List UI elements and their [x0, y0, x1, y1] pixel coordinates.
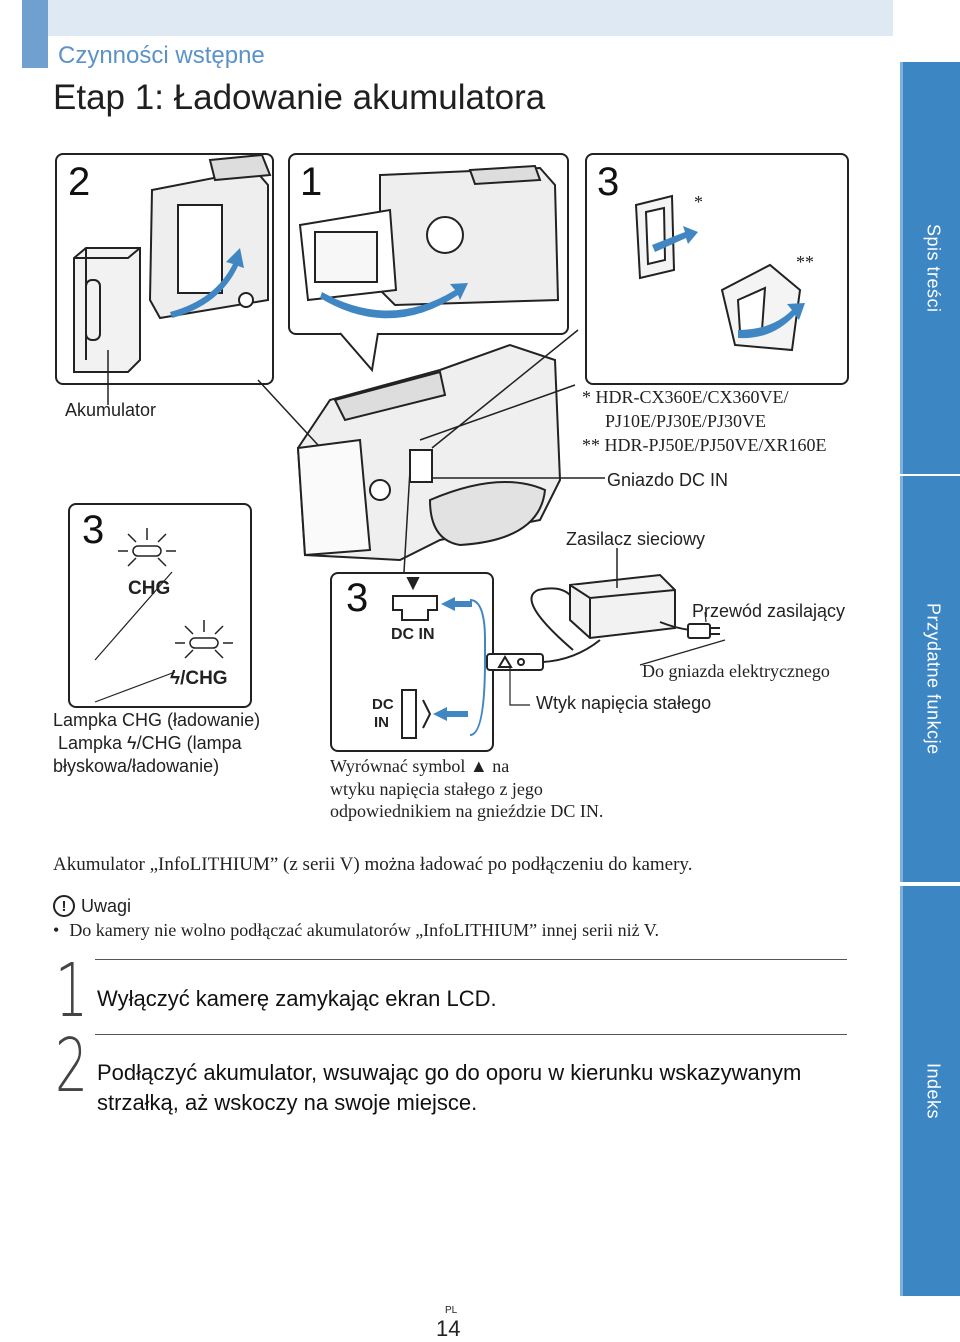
open-cover-arrow-icon-b [738, 303, 805, 339]
tab-index[interactable]: Indeks [900, 886, 960, 1296]
panel-d-step-number: 3 [82, 508, 105, 552]
lamp-label-line-2: Lampka ϟ/CHG (lampa [58, 733, 242, 754]
step-2-text-line-2: strzałką, aż wskoczy na swoje miejsce. [97, 1090, 478, 1115]
ac-adapter-label: Zasilacz sieciowy [566, 529, 706, 549]
panel-c-step-number: 3 [597, 160, 620, 204]
page-title: Etap 1: Ładowanie akumulatora [53, 78, 546, 117]
panel-open-jack-cover [585, 153, 849, 385]
lamp-label-line-1: Lampka CHG (ładowanie) [53, 710, 261, 730]
lamp-label-line-3: błyskowa/ładowanie) [53, 756, 220, 776]
panel-e-step-number: 3 [346, 576, 369, 620]
lamp-label-line-2-b: /CHG (lampa [136, 733, 242, 753]
note-item: • Do kamery nie wolno podłączać akumulato… [53, 920, 659, 941]
tab-useful-functions[interactable]: Przydatne funkcje [900, 476, 960, 882]
header-accent-bar [22, 0, 48, 68]
power-cord-label: Przewód zasilający [692, 601, 846, 621]
model-list-line-3: ** HDR-PJ50E/PJ50VE/XR160E [582, 435, 827, 455]
dc-plug-icon [486, 653, 544, 671]
dc-plug-arrow-icon-b [433, 707, 468, 721]
flash-symbol-icon: ϟ [127, 733, 137, 753]
lamp-label-line-2-a: Lampka [58, 733, 128, 753]
section-title: Czynności wstępne [58, 42, 265, 69]
ac-adapter-icon [569, 573, 676, 640]
dc-in-horizontal-label: DC IN [391, 626, 435, 643]
outlet-label: Do gniazda elektrycznego [642, 661, 830, 681]
align-instruction-line-3: odpowiednikiem na gnieździe DC IN. [330, 801, 604, 821]
chg-lamp-icon [118, 528, 176, 567]
panel-lamp [68, 503, 252, 708]
step-1-text: Wyłączyć kamerę zamykając ekran LCD. [97, 986, 497, 1011]
intro-paragraph: Akumulator „InfoLITHIUM” (z serii V) moż… [53, 854, 693, 875]
battery-pack-icon [73, 247, 141, 373]
model-double-star-mark: ** [796, 252, 814, 272]
model-star-mark: * [694, 192, 703, 212]
step-1-number: 1 [55, 948, 88, 1034]
tab-contents-label: Spis treści [923, 223, 944, 313]
chg-text: CHG [128, 578, 171, 599]
dc-plug-label: Wtyk napięcia stałego [536, 693, 712, 713]
dc-in-vertical-label-2: IN [374, 714, 389, 731]
step-2-text-line-1: Podłączyć akumulator, wsuwając go do opo… [97, 1060, 802, 1085]
notes-heading-label: Uwagi [81, 895, 132, 916]
step-1-divider [95, 959, 847, 960]
open-cover-arrow-icon-a [652, 226, 698, 252]
notes-heading: ! Uwagi [53, 895, 131, 917]
caution-icon: ! [53, 895, 75, 917]
tab-index-label: Indeks [923, 1062, 944, 1120]
flash-chg-label: /CHG [180, 668, 228, 689]
flash-chg-text: ϟ/CHG [170, 668, 228, 690]
camera-side-icon [148, 153, 272, 320]
camera-lcd-icon [298, 164, 560, 307]
note-item-text: Do kamery nie wolno podłączać akumulator… [69, 920, 659, 940]
panel-b-step-number: 1 [300, 160, 323, 204]
header-band [48, 0, 893, 36]
step-2-divider [95, 1034, 847, 1035]
flash-icon: ϟ [170, 668, 181, 689]
align-instruction-line-1: Wyrównać symbol ▲ na [330, 756, 510, 776]
jack-cover-icon-b [720, 263, 802, 352]
step-2-number: 2 [55, 1023, 88, 1109]
dc-socket-label: Gniazdo DC IN [607, 470, 729, 490]
close-lcd-arrow-icon [320, 283, 468, 319]
dc-in-socket-icon [392, 577, 438, 739]
jack-cover-icon-a [634, 194, 676, 280]
model-list-line-1: * HDR-CX360E/CX360VE/ [582, 387, 789, 407]
insert-arrow-icon [170, 248, 244, 318]
page-number: 14 [436, 1316, 461, 1341]
dc-in-vertical-label-1: DC [372, 696, 394, 713]
panel-a-step-number: 2 [68, 160, 91, 204]
flash-chg-lamp-icon [175, 620, 233, 659]
tab-useful-functions-label: Przydatne funkcje [923, 603, 944, 755]
dc-plug-arrow-icon-a [441, 597, 472, 611]
battery-label: Akumulator [65, 400, 157, 420]
main-camera-icon [296, 343, 562, 562]
tab-contents[interactable]: Spis treści [900, 62, 960, 474]
bullet-mark: • [53, 920, 60, 940]
power-cord-plug-icon [659, 621, 720, 639]
model-list-line-2: PJ10E/PJ30E/PJ30VE [605, 411, 767, 431]
language-mark: PL [445, 1305, 458, 1316]
align-instruction-line-2: wtyku napięcia stałego z jego [330, 779, 543, 799]
